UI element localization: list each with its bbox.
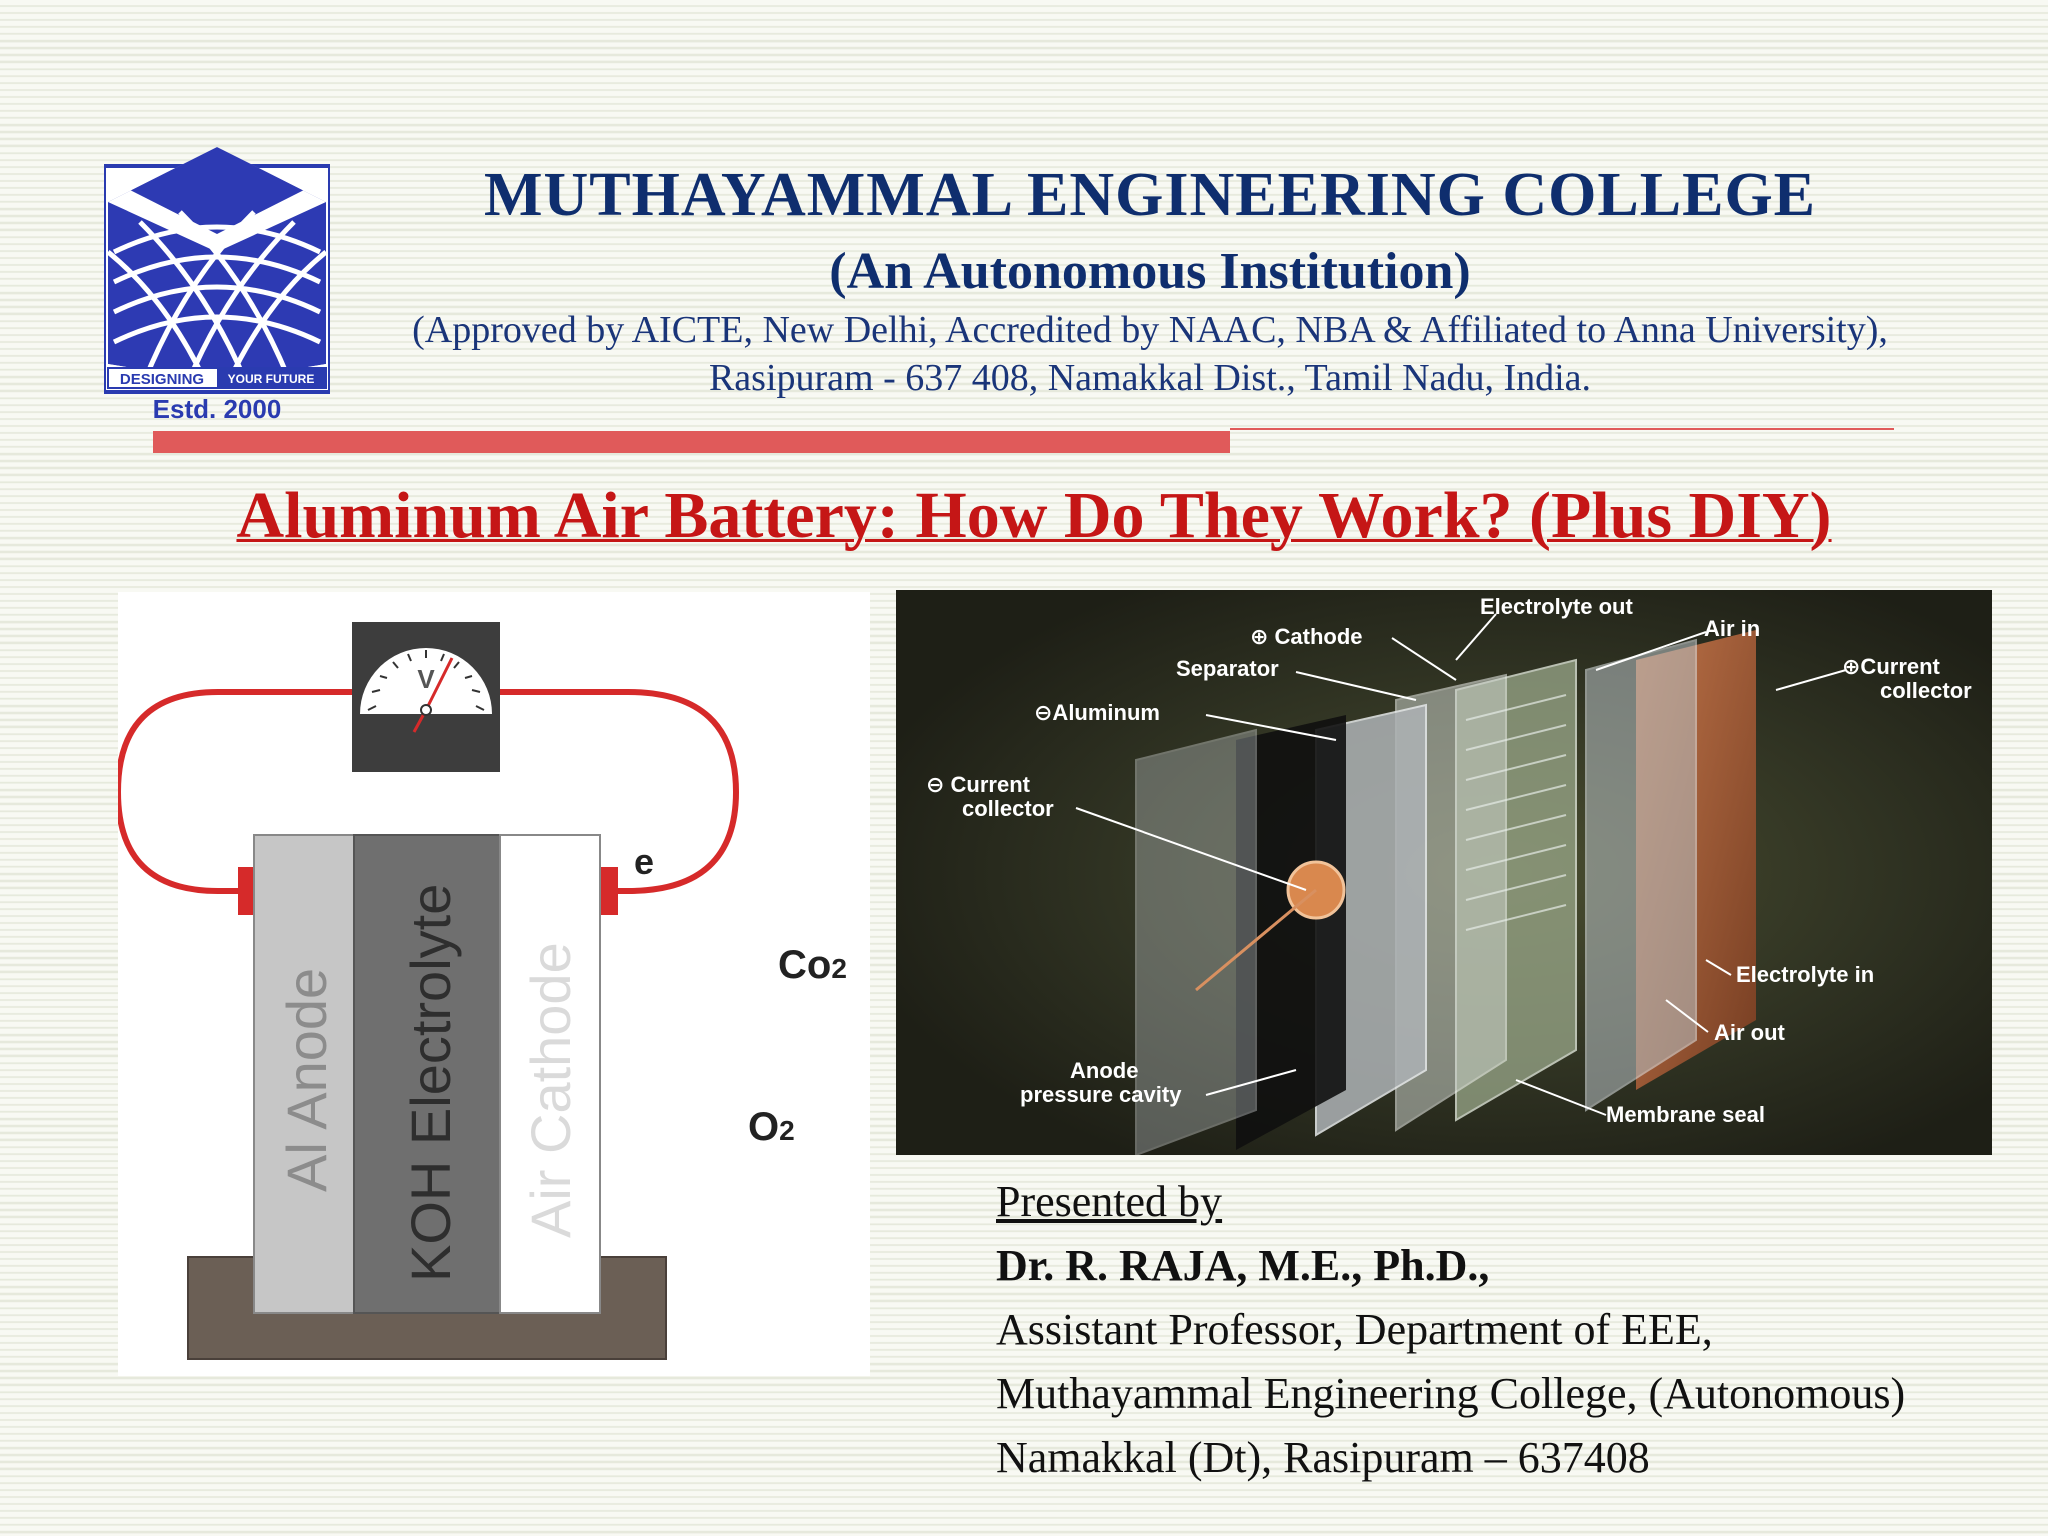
label-air-in: Air in — [1704, 616, 1760, 641]
label-aluminum: ⊖Aluminum — [1034, 700, 1160, 725]
header-divider-thin — [1230, 428, 1894, 430]
presenter-heading: Presented by — [996, 1177, 1223, 1226]
institution-status: (An Autonomous Institution) — [829, 243, 1471, 300]
cathode-cell — [499, 834, 601, 1314]
label-current-collector-negative: ⊖ Current — [926, 772, 1031, 797]
co2-label: Co2 — [778, 943, 847, 987]
leader-lines — [1075, 613, 1847, 1116]
presenter-name: Dr. R. RAJA, M.E., Ph.D., — [996, 1241, 1490, 1290]
electrolyte-cell — [353, 834, 501, 1314]
college-address: Rasipuram - 637 408, Namakkal Dist., Tam… — [708, 357, 1592, 399]
logo-estd: Estd. 2000 — [153, 394, 282, 424]
anode-label: Al Anode — [275, 968, 338, 1192]
label-anode-cavity: Anode — [1070, 1058, 1138, 1083]
exploded-view-image: Electrolyte out ⊕ Cathode Air in ⊕Curren… — [896, 590, 1992, 1155]
cathode-terminal — [600, 867, 618, 915]
label-electrolyte-out: Electrolyte out — [1480, 594, 1633, 619]
label-anode-cavity-2: pressure cavity — [1020, 1082, 1182, 1107]
presenter-info: Presented by Dr. R. RAJA, M.E., Ph.D., A… — [996, 1170, 2016, 1490]
label-cathode: ⊕ Cathode — [1250, 624, 1363, 649]
circuit-wire — [114, 689, 740, 894]
label-current-collector-negative-2: collector — [962, 796, 1054, 821]
logo-emblem-icon: DESIGNING YOUR FUTURE Estd. 2000 — [102, 147, 332, 424]
logo-motto-right: YOUR FUTURE — [228, 372, 315, 386]
presenter-role: Assistant Professor, Department of EEE, — [996, 1305, 1713, 1354]
battery-diagram: V Al Anode KOH Electrolyte Air Cathode e… — [114, 592, 870, 1376]
header-divider-thick — [153, 431, 1230, 453]
voltmeter-symbol: V — [417, 664, 435, 694]
label-membrane-seal: Membrane seal — [1606, 1102, 1765, 1127]
logo-motto-left: DESIGNING — [120, 371, 204, 388]
presenter-institution: Muthayammal Engineering College, (Autono… — [996, 1369, 1906, 1418]
college-logo: DESIGNING YOUR FUTURE Estd. 2000 — [102, 142, 332, 428]
label-separator: Separator — [1176, 656, 1279, 681]
label-air-out: Air out — [1714, 1020, 1786, 1045]
cathode-label: Air Cathode — [519, 942, 582, 1238]
anode-terminal — [238, 867, 256, 915]
label-current-collector-positive-2: collector — [1880, 678, 1972, 703]
anode-cell — [253, 834, 355, 1314]
o2-label: O2 — [748, 1105, 795, 1149]
voltmeter-icon: V — [352, 622, 500, 772]
electron-label: e — [634, 841, 654, 882]
slide-title: Aluminum Air Battery: How Do They Work? … — [236, 479, 1832, 552]
presenter-location: Namakkal (Dt), Rasipuram – 637408 — [996, 1433, 1650, 1482]
label-current-collector-positive: ⊕Current — [1842, 654, 1941, 679]
college-name: MUTHAYAMMAL ENGINEERING COLLEGE — [483, 161, 1817, 229]
label-electrolyte-in: Electrolyte in — [1736, 962, 1874, 987]
accreditation-line: (Approved by AICTE, New Delhi, Accredite… — [412, 309, 1888, 351]
electrolyte-label: KOH Electrolyte — [399, 884, 462, 1282]
